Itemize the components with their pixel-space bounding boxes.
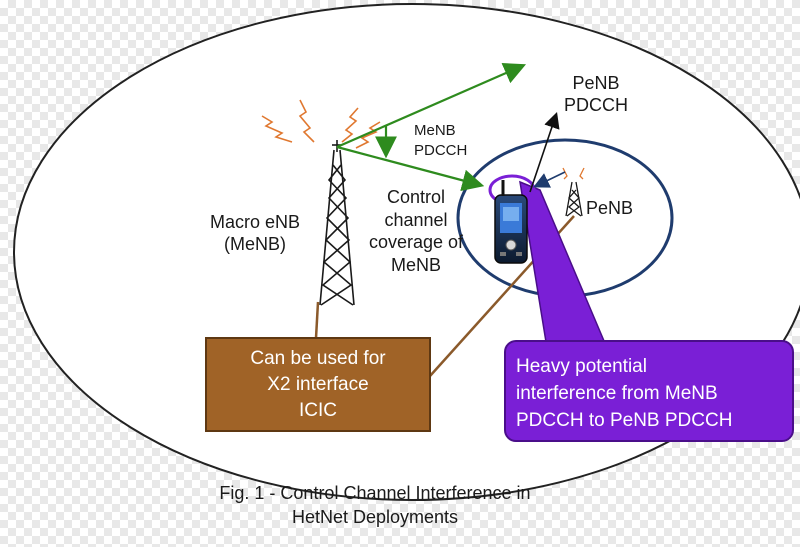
penb-tower-icon — [565, 181, 583, 217]
penb-to-ue-arrow — [533, 171, 566, 188]
menb-pdcch-arrows — [336, 62, 527, 192]
menb-pdcch-label: MeNB PDCCH — [414, 122, 468, 159]
interference-callout-box: Heavy potential interference from MeNB P… — [504, 340, 794, 442]
macro-signal-waves — [261, 99, 381, 149]
macro-enb-label: Macro eNB (MeNB) — [209, 212, 301, 254]
macro-tower-icon — [319, 140, 355, 306]
control-coverage-label: Control channel coverage of MeNB — [368, 187, 464, 275]
penb-label: PeNB — [586, 198, 634, 218]
mobile-phone-icon — [494, 180, 528, 264]
x2-icic-box: Can be used for X2 interface ICIC — [205, 337, 431, 432]
penb-pdcch-label: PeNB PDCCH — [563, 73, 628, 115]
figure-caption: Fig. 1 - Control Channel Interference in… — [219, 483, 531, 527]
penb-signal-waves — [562, 167, 585, 180]
